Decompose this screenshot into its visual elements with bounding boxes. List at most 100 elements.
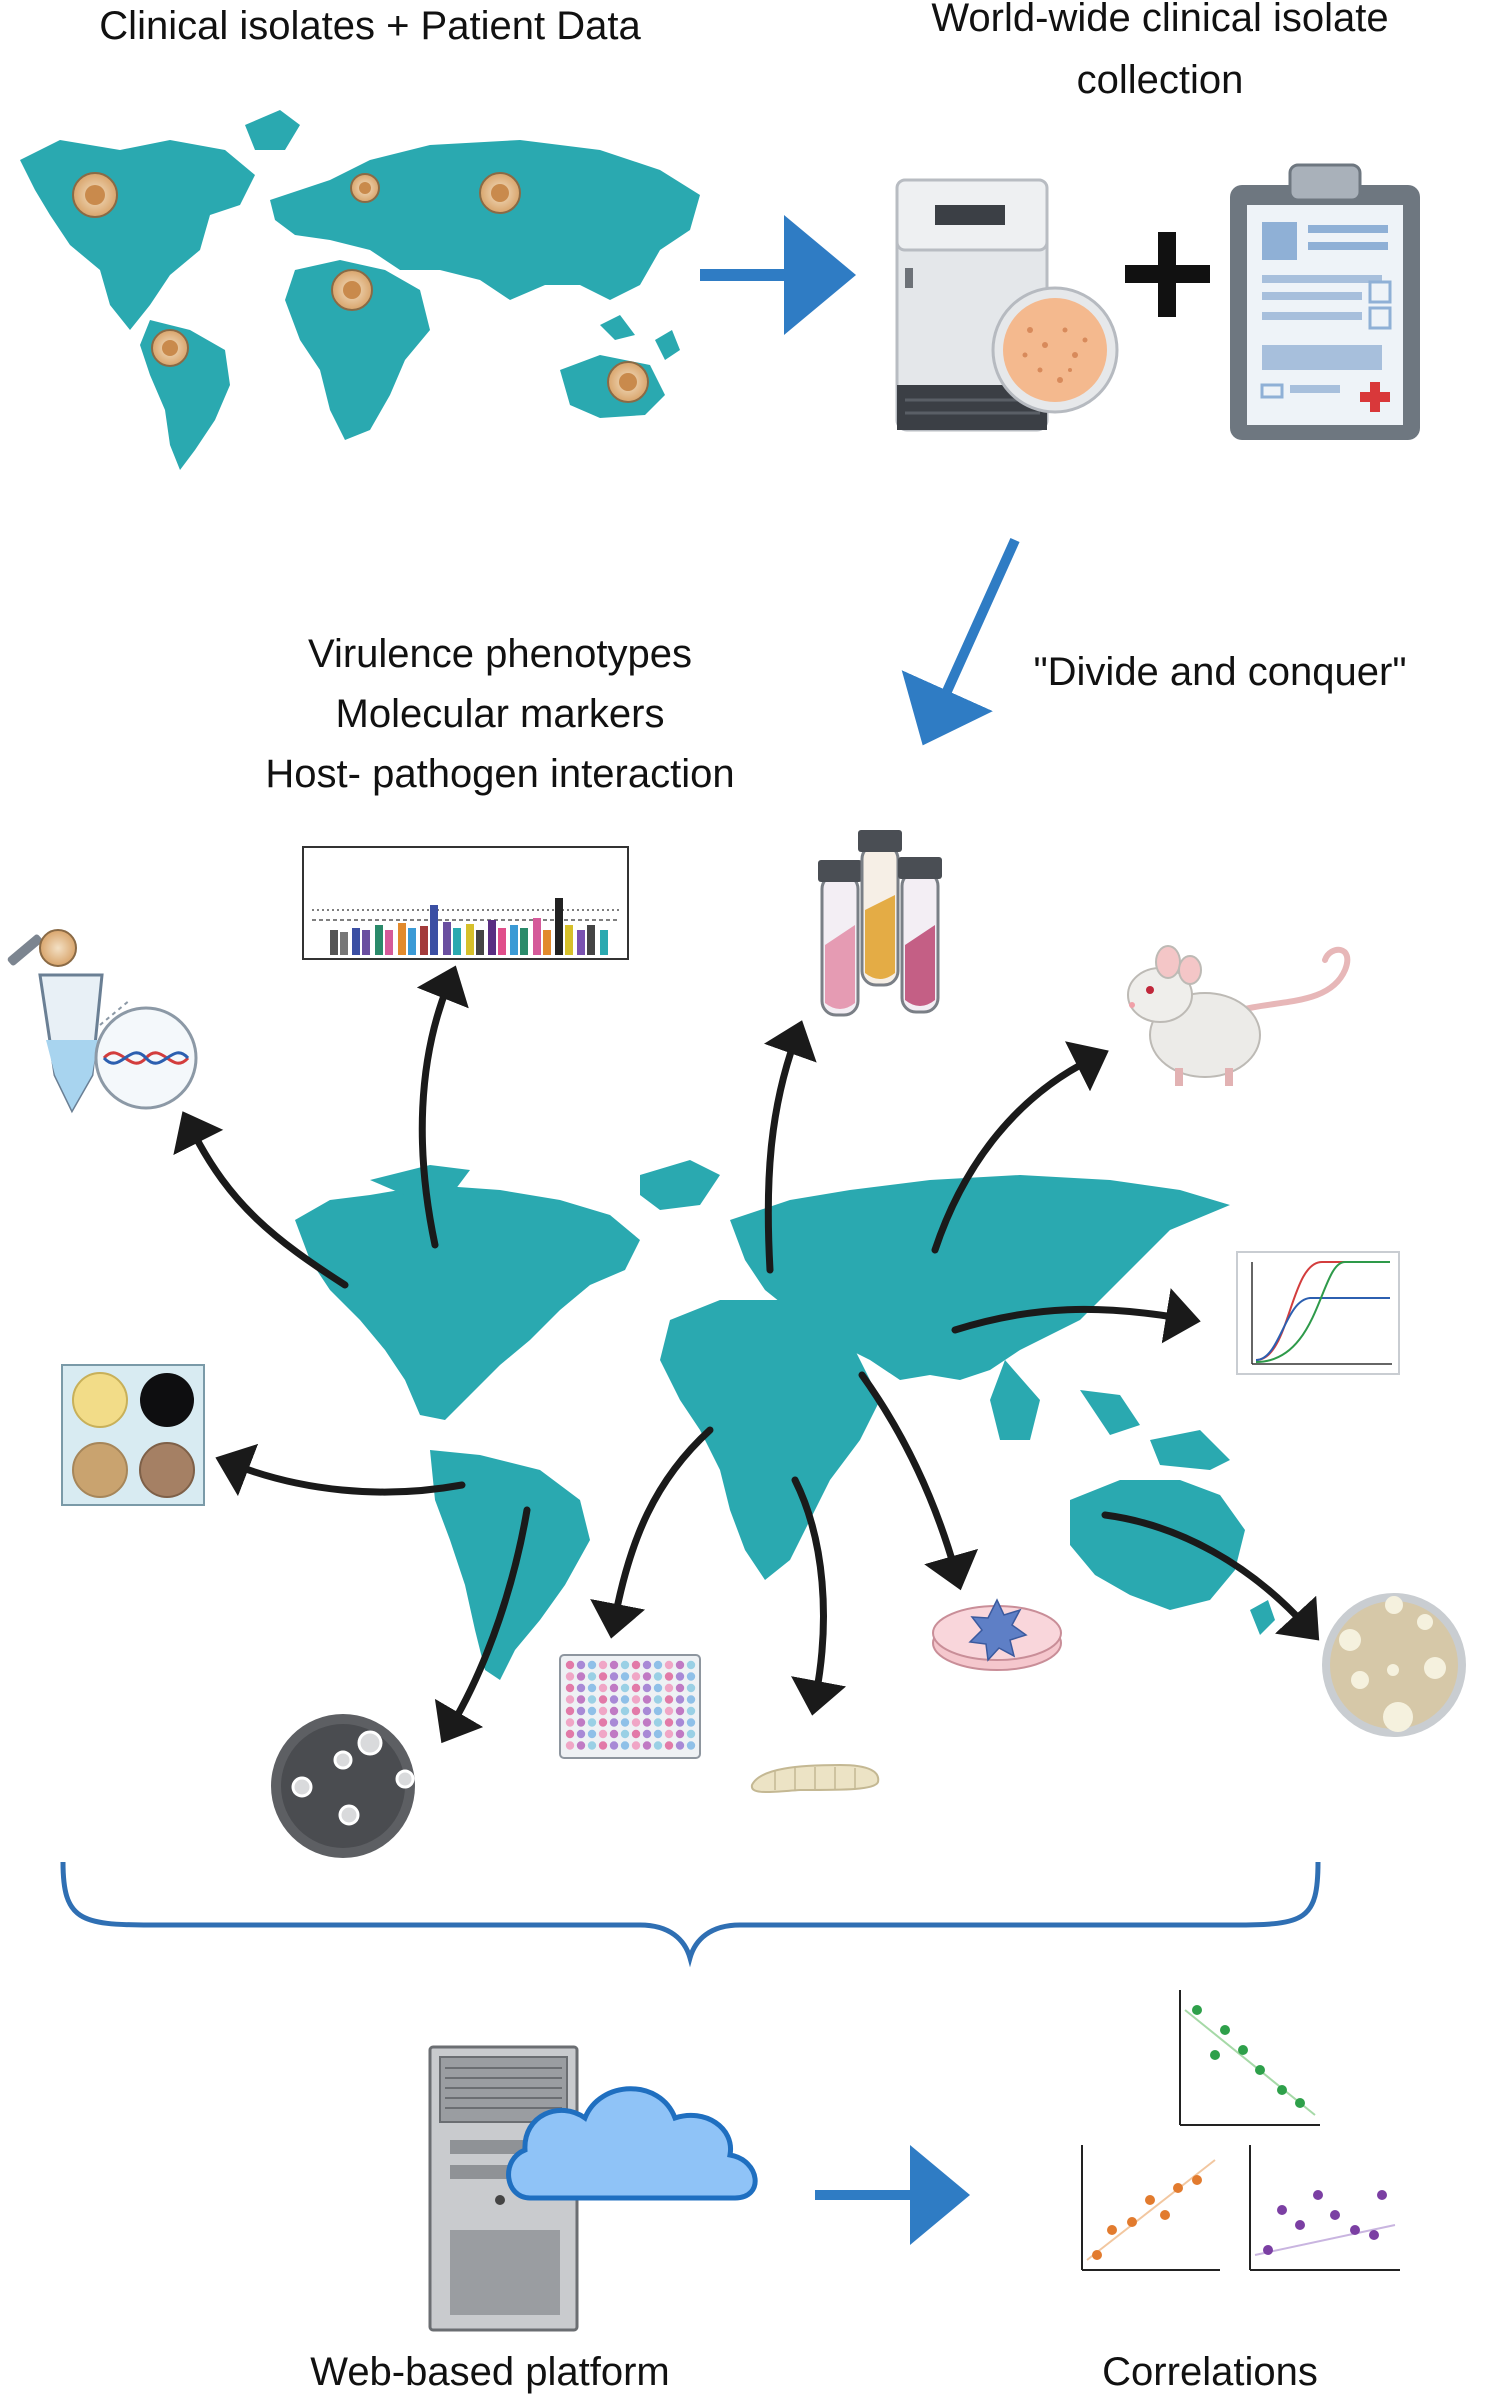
- microplate-well: [565, 1729, 575, 1739]
- microplate-well: [587, 1672, 597, 1681]
- mouse-icon: [1127, 945, 1351, 1086]
- microplate-well: [598, 1741, 608, 1750]
- microplate-well: [598, 1672, 608, 1681]
- arrow-to-halo-plate: [1101, 1511, 1320, 1641]
- microplate-well: [664, 1683, 674, 1693]
- isolate-colony-icon: [72, 172, 649, 403]
- microplate-well: [631, 1729, 641, 1739]
- microplate-well: [653, 1683, 663, 1693]
- microplate-well: [587, 1706, 597, 1716]
- arrow-to-colony-plate: [215, 1443, 466, 1497]
- microplate-well: [642, 1672, 652, 1681]
- arrow-to-mouse: [931, 1041, 1109, 1254]
- bar-chart-icon: [302, 846, 629, 960]
- microplate-well: [609, 1706, 619, 1716]
- microplate-well: [642, 1718, 652, 1727]
- microplate-well: [686, 1683, 696, 1693]
- microplate-well: [587, 1660, 597, 1670]
- arrow-to-larva: [791, 1476, 847, 1716]
- microplate-well: [686, 1672, 696, 1681]
- pcr-tube-icon: [7, 929, 104, 1114]
- arrow-to-markers: [416, 965, 469, 1249]
- microplate-well: [675, 1683, 685, 1693]
- microplate-well: [675, 1718, 685, 1727]
- microplate-well: [565, 1718, 575, 1727]
- microplate-well: [587, 1741, 597, 1750]
- microplate-well: [642, 1729, 652, 1739]
- microplate-well: [576, 1683, 586, 1693]
- microplate-well: [576, 1660, 586, 1670]
- microplate-well: [631, 1660, 641, 1670]
- microplate-well: [642, 1660, 652, 1670]
- arrow-to-culture: [763, 1020, 817, 1274]
- microplate-well: [576, 1695, 586, 1704]
- microplate-well: [609, 1729, 619, 1739]
- microplate-well: [587, 1683, 597, 1693]
- microplate-well: [598, 1695, 608, 1704]
- microplate-well: [576, 1672, 586, 1681]
- cloud-icon: [506, 2086, 758, 2201]
- microplate-icon: [559, 1654, 701, 1759]
- collection-title-line2: collection: [1076, 58, 1244, 102]
- microplate-well: [609, 1718, 619, 1727]
- microplate-well: [631, 1683, 641, 1693]
- correlations-label: Correlations: [1102, 2350, 1318, 2394]
- plus-icon: [1125, 232, 1210, 317]
- microplate-well: [587, 1718, 597, 1727]
- culture-tubes-icon: [818, 830, 942, 1017]
- scatter-plot-icon: [1081, 1990, 1400, 2271]
- microplate-well: [664, 1729, 674, 1739]
- microplate-well: [631, 1672, 641, 1681]
- microplate-well: [642, 1683, 652, 1693]
- microplate-well: [631, 1706, 641, 1716]
- microplate-well: [620, 1706, 630, 1716]
- microplate-well: [653, 1660, 663, 1670]
- microplate-well: [576, 1718, 586, 1727]
- microplate-well: [576, 1706, 586, 1716]
- microplate-well: [587, 1729, 597, 1739]
- microplate-well: [620, 1718, 630, 1727]
- divide-and-conquer-label: "Divide and conquer": [1033, 650, 1407, 694]
- microplate-well: [664, 1718, 674, 1727]
- microplate-well: [686, 1741, 696, 1750]
- microplate-well: [664, 1672, 674, 1681]
- arrow-to-genomics: [173, 1111, 349, 1289]
- microplate-well: [664, 1741, 674, 1750]
- arrow-to-growth: [951, 1288, 1201, 1344]
- microplate-well: [609, 1683, 619, 1693]
- microplate-well: [653, 1706, 663, 1716]
- microplate-well: [598, 1718, 608, 1727]
- microplate-well: [653, 1695, 663, 1704]
- arrow-to-microplate: [590, 1426, 714, 1639]
- microplate-well: [609, 1695, 619, 1704]
- arrow-to-cell-dish: [858, 1371, 979, 1591]
- microplate-well: [653, 1741, 663, 1750]
- microplate-well: [565, 1683, 575, 1693]
- divide-arrow: [901, 537, 1020, 746]
- arrow-to-agar-plate: [434, 1506, 531, 1744]
- web-platform-label: Web-based platform: [310, 2350, 670, 2394]
- microplate-well: [675, 1729, 685, 1739]
- collection-title-line1: World-wide clinical isolate: [931, 0, 1389, 40]
- microplate-well: [609, 1660, 619, 1670]
- microplate-well: [642, 1695, 652, 1704]
- microplate-well: [653, 1672, 663, 1681]
- microplate-well: [642, 1741, 652, 1750]
- microplate-well: [587, 1695, 597, 1704]
- dna-icon: [94, 999, 198, 1110]
- larva-icon: [750, 1763, 880, 1793]
- microplate-well: [675, 1695, 685, 1704]
- microplate-well: [620, 1672, 630, 1681]
- microplate-well: [598, 1729, 608, 1739]
- microplate-well: [664, 1706, 674, 1716]
- microplate-well: [598, 1706, 608, 1716]
- microplate-well: [609, 1741, 619, 1750]
- microplate-well: [598, 1660, 608, 1670]
- halo-plate-icon: [1322, 1593, 1466, 1737]
- microplate-well: [631, 1695, 641, 1704]
- cell-dish-icon: [932, 1598, 1062, 1671]
- microplate-well: [675, 1741, 685, 1750]
- world-map-large: [295, 1160, 1275, 1680]
- petri-dish-icon: [991, 286, 1119, 414]
